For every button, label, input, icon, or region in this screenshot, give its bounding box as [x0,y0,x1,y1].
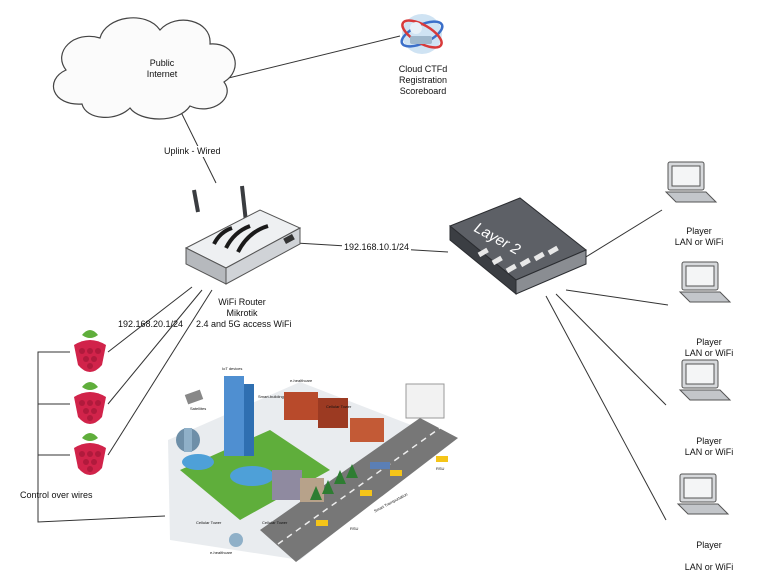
switch-player-link-2 [565,289,669,306]
router-pi-link-3 [107,289,213,456]
router-icon [184,185,302,285]
city-label-tower-1: Cellular Tower [326,404,352,409]
ctfd-globe-icon [400,14,444,54]
player-label-line2: LAN or WiFi [684,562,734,572]
cloud-label-line1: Public [149,58,175,68]
player-label-line2: LAN or WiFi [684,348,734,358]
city-label-ehealthcare-bottom: e-healthcare [210,550,233,555]
ctfd-label-line3: Scoreboard [399,86,447,96]
raspberry-pi-icon [74,330,106,475]
router-label: WiFi Router Mikrotik 2.4 and 5G access W… [196,297,292,330]
router-pi-link-label: 192.168.20.1/24 [118,319,184,329]
city-label-tower-2: Cellular Tower [196,520,222,525]
city-label-ehealthcare-top: e-healthcare [290,378,313,383]
ctfd-label-line1: Cloud CTFd [398,64,448,74]
ctfd-label: Cloud CTFd Registration Scoreboard [392,64,454,97]
city-label-tower-3: Cellular Tower [262,520,288,525]
player-label-line1: Player [696,540,722,550]
player-label-line2: LAN or WiFi [674,237,724,247]
smart-city-illustration [168,376,458,562]
uplink-label: Uplink - Wired [162,146,223,157]
player-label: Player LAN or WiFi [674,540,744,573]
laptop-icon [664,161,732,515]
city-label-rsu-2: RSU [350,526,359,531]
router-label-line3: 2.4 and 5G access WiFi [196,319,292,329]
router-pi-link-1 [107,286,193,353]
cloud-icon [52,17,236,120]
switch-icon [449,197,587,296]
connection-lines [37,35,669,523]
ctfd-label-line2: Registration [398,75,448,85]
control-wire-bracket [37,351,166,523]
switch-player-link-4 [545,295,667,521]
city-label-rsu-1: RSU [436,466,445,471]
city-label-satellites: Satellites [190,406,207,411]
router-pi-link-2 [107,289,203,405]
player-label: Player LAN or WiFi [674,337,744,359]
cloud-label: Public Internet [134,58,190,80]
switch-player-link-3 [555,293,667,406]
player-label: Player LAN or WiFi [674,436,744,458]
cloud-label-line2: Internet [146,69,178,79]
router-switch-link-label: 192.168.10.1/24 [342,242,412,253]
city-label-smart-building: Smart-building [258,394,284,399]
router-label-line1: WiFi Router [218,297,266,307]
control-wire-label: Control over wires [20,490,93,500]
player-label-line1: Player [696,436,722,446]
player-label-line1: Player [696,337,722,347]
city-label-iot: IoT devices [222,366,243,371]
player-label-line2: LAN or WiFi [684,447,734,457]
router-label-line2: Mikrotik [226,308,258,318]
player-label: Player LAN or WiFi [664,226,734,248]
player-label-line1: Player [686,226,712,236]
